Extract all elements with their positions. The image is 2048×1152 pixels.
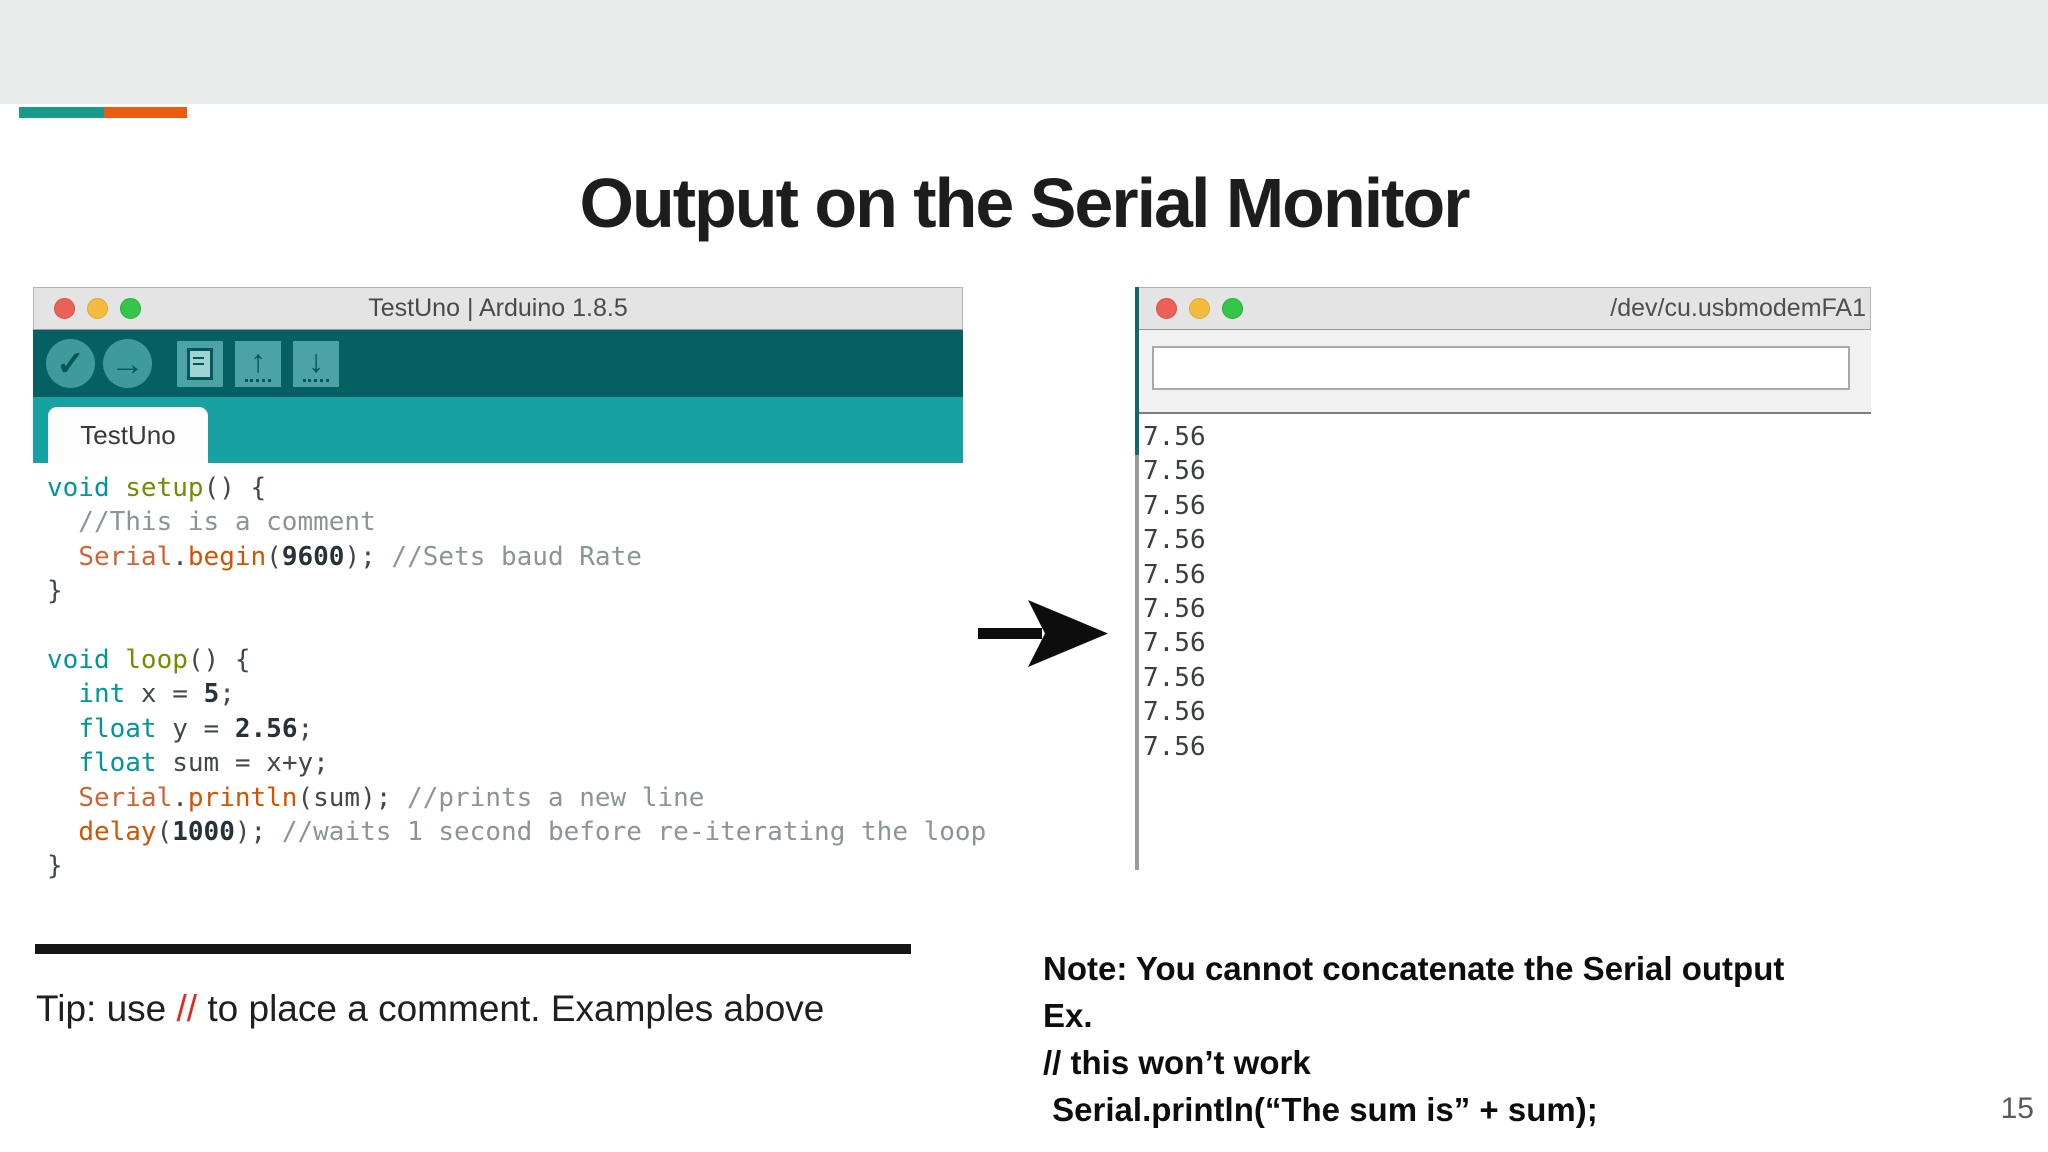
- serial-input-band: [1135, 330, 1871, 414]
- arduino-ide-window: TestUno | Arduino 1.8.5 ✓ → ↑ ↓ Test: [33, 287, 987, 887]
- page-number: 15: [2000, 1092, 2034, 1125]
- code-line: //This is a comment: [47, 507, 376, 538]
- open-button[interactable]: ↑: [235, 340, 281, 387]
- serial-output-line: 7.56: [1143, 697, 1206, 728]
- note-line: Note: You cannot concatenate the Serial …: [1043, 950, 1785, 987]
- tab-testuno[interactable]: TestUno: [48, 407, 208, 463]
- code-line: int x = 5;: [78, 679, 235, 710]
- note-line: Serial.println(“The sum is” + sum);: [1043, 1091, 1598, 1128]
- code-line: }: [47, 851, 63, 882]
- ide-tabbar: TestUno: [33, 397, 963, 463]
- code-line: delay(1000); //waits 1 second before re-…: [78, 816, 987, 847]
- page-title: Output on the Serial Monitor: [579, 164, 1471, 242]
- upload-button[interactable]: →: [103, 339, 152, 388]
- save-down-arrow-icon: ↓: [308, 343, 324, 379]
- new-sketch-button[interactable]: [177, 340, 223, 387]
- code-line: void loop() {: [47, 644, 251, 675]
- code-line: float sum = x+y;: [78, 748, 329, 779]
- code-line: float y = 2.56;: [78, 713, 314, 744]
- code-line: void setup() {: [47, 473, 267, 503]
- tab-label: TestUno: [80, 419, 176, 450]
- tip-suffix: to place a comment. Examples above: [197, 988, 825, 1029]
- note-line: Ex.: [1043, 997, 1093, 1034]
- note-line: // this won’t work: [1043, 1044, 1311, 1081]
- minimize-icon[interactable]: [1189, 298, 1210, 319]
- ide-titlebar: TestUno | Arduino 1.8.5: [33, 287, 963, 330]
- close-icon[interactable]: [54, 298, 75, 319]
- ide-toolbar: ✓ → ↑ ↓: [33, 330, 963, 397]
- open-up-arrow-icon: ↑: [250, 343, 266, 379]
- right-arrow-icon: [978, 600, 1108, 667]
- serial-output-line: 7.56: [1143, 456, 1206, 487]
- upload-arrow-icon: →: [110, 344, 145, 383]
- traffic-lights: [1156, 298, 1243, 319]
- code-editor[interactable]: void setup() { //This is a comment Seria…: [33, 463, 987, 884]
- accent-bar-orange: [104, 107, 187, 118]
- serial-output-line: 7.56: [1143, 422, 1206, 452]
- note-text: Note: You cannot concatenate the Serial …: [1043, 945, 1784, 1133]
- verify-button[interactable]: ✓: [46, 339, 95, 388]
- code-line: [47, 609, 963, 643]
- serial-window-left-edge: [1135, 455, 1139, 870]
- serial-titlebar: /dev/cu.usbmodemFA1: [1135, 287, 1871, 330]
- tip-comment-token: //: [176, 988, 198, 1029]
- serial-output-line: 7.56: [1143, 628, 1206, 659]
- code-line: Serial.begin(9600); //Sets baud Rate: [78, 541, 642, 572]
- code-line: Serial.println(sum); //prints a new line: [78, 782, 705, 813]
- zoom-icon[interactable]: [120, 298, 141, 319]
- serial-input-field[interactable]: [1152, 346, 1850, 390]
- ide-window-title: TestUno | Arduino 1.8.5: [368, 294, 628, 322]
- close-icon[interactable]: [1156, 298, 1177, 319]
- new-sketch-icon: [187, 347, 213, 380]
- divider-line: [35, 944, 911, 954]
- serial-output-line: 7.56: [1143, 731, 1206, 762]
- top-band: [0, 0, 2048, 104]
- zoom-icon[interactable]: [1222, 298, 1243, 319]
- verify-check-icon: ✓: [56, 344, 85, 383]
- code-line: }: [47, 576, 63, 607]
- serial-output-line: 7.56: [1143, 525, 1206, 556]
- serial-window-left-edge: [1135, 287, 1139, 455]
- minimize-icon[interactable]: [87, 298, 108, 319]
- tip-text: Tip: use // to place a comment. Examples…: [36, 988, 824, 1030]
- serial-output-line: 7.56: [1143, 593, 1206, 624]
- traffic-lights: [54, 298, 141, 319]
- save-button[interactable]: ↓: [293, 340, 339, 387]
- accent-bar-teal: [19, 107, 104, 118]
- serial-output-line: 7.56: [1143, 662, 1206, 693]
- serial-output-line: 7.56: [1143, 490, 1206, 521]
- serial-output-line: 7.56: [1143, 559, 1206, 590]
- serial-window-title: /dev/cu.usbmodemFA1: [1610, 294, 1866, 322]
- tip-prefix: Tip: use: [36, 988, 177, 1029]
